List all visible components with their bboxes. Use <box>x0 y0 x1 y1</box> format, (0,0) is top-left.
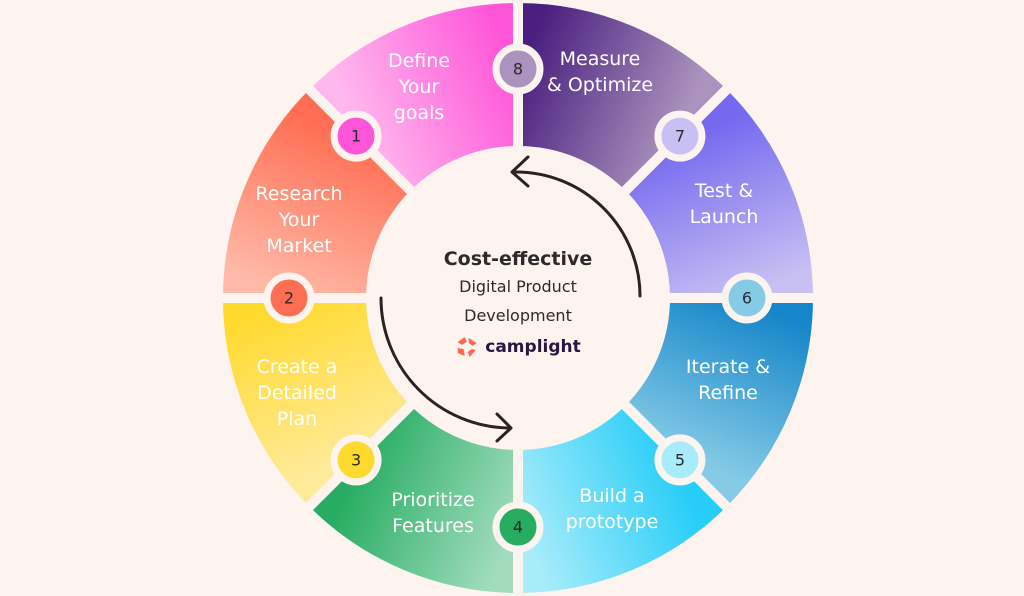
step-badge-7 <box>654 110 706 162</box>
step-badge-3 <box>330 434 382 486</box>
step-label-8: Measure & Optimize <box>547 46 653 98</box>
step-number-1: 1 <box>350 126 362 146</box>
step-label-line: Iterate & <box>685 356 771 378</box>
segment-step-4 <box>298 394 523 596</box>
segment-step-7 <box>614 78 824 303</box>
segment-step-3 <box>212 293 422 518</box>
step-number-5: 5 <box>674 450 686 470</box>
step-label-line: & Optimize <box>546 74 654 96</box>
step-label-line: Features <box>392 515 474 537</box>
step-label-line: Measure <box>559 48 641 70</box>
step-label-5: Build a prototype <box>566 483 659 535</box>
camplight-logo-icon <box>457 337 477 357</box>
center-title: Cost-effective <box>443 248 593 270</box>
arrowhead-right-icon <box>495 412 513 443</box>
step-number-3: 3 <box>350 450 362 470</box>
step-label-line: Launch <box>689 206 759 228</box>
arrow-top-right <box>514 170 642 298</box>
step-label-line: Your <box>278 209 320 231</box>
step-label-line: Plan <box>276 408 318 430</box>
segment-step-6 <box>614 293 824 518</box>
step-label-line: Your <box>398 76 440 98</box>
step-label-6: Iterate & Refine <box>686 354 770 406</box>
center-title-block: Cost-effective Digital Product Developme… <box>443 246 593 358</box>
step-label-line: Research <box>255 183 343 205</box>
step-label-line: Market <box>266 235 332 257</box>
step-label-line: prototype <box>565 511 659 533</box>
step-number-7: 7 <box>674 126 686 146</box>
step-label-line: Refine <box>698 382 758 404</box>
step-badge-6 <box>721 272 773 324</box>
step-label-line: Create a <box>256 356 338 378</box>
segment-step-5 <box>513 394 738 596</box>
step-number-8: 8 <box>512 59 524 79</box>
step-label-line: Define <box>387 50 451 72</box>
camplight-logo-text: camplight <box>485 337 581 357</box>
step-number-2: 2 <box>283 288 295 308</box>
camplight-logo: camplight <box>444 336 593 358</box>
step-number-4: 4 <box>512 517 524 537</box>
step-label-line: Build a <box>579 485 645 507</box>
step-badge-4 <box>492 501 544 553</box>
step-badge-5 <box>654 434 706 486</box>
cycle-arrows <box>379 155 642 443</box>
step-label-line: goals <box>393 102 445 124</box>
step-label-line: Detailed <box>257 382 337 404</box>
arrowhead-left-icon <box>510 155 530 188</box>
center-subtitle-1: Digital Product <box>459 277 577 296</box>
step-label-7: Test & Launch <box>690 178 759 230</box>
segment-step-2 <box>212 78 422 303</box>
segment-step-8 <box>513 0 738 202</box>
segment-step-1 <box>298 0 523 202</box>
step-label-line: Test & <box>694 180 754 202</box>
step-badge-1 <box>330 110 382 162</box>
arrow-bottom-left <box>379 296 510 430</box>
step-badge-2 <box>263 272 315 324</box>
step-label-line: Prioritize <box>391 489 475 511</box>
step-number-6: 6 <box>741 288 753 308</box>
step-badge-8 <box>492 43 544 95</box>
center-subtitle-2: Development <box>464 306 572 325</box>
